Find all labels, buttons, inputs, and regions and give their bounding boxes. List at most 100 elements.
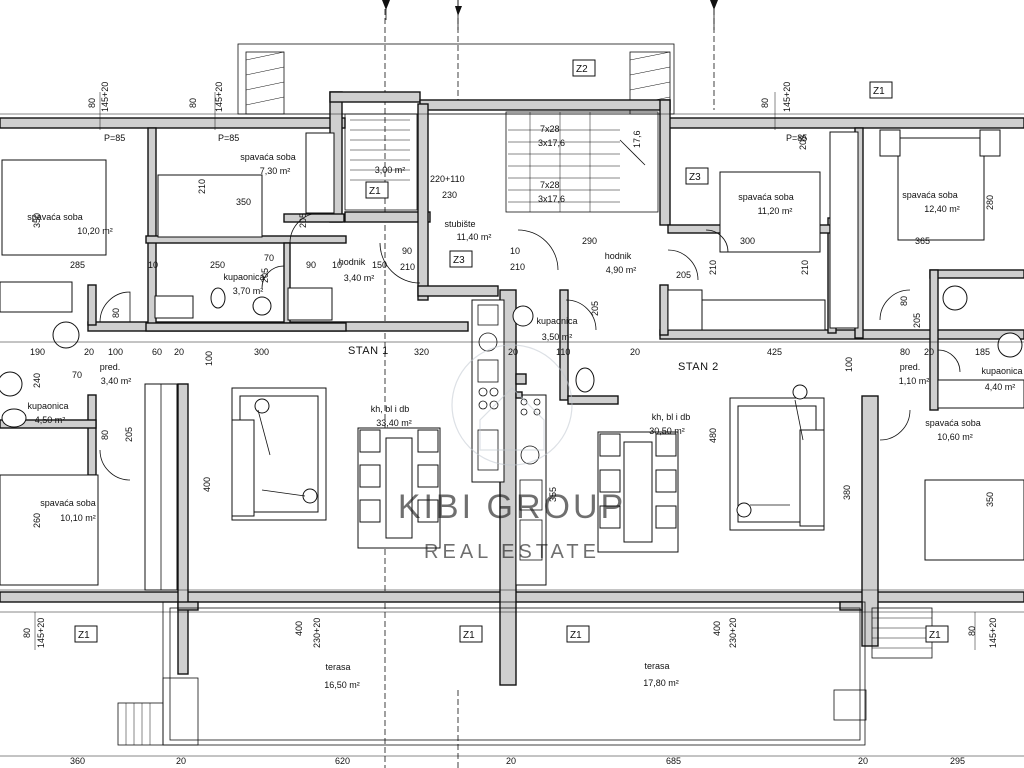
dim-230: 230 — [442, 190, 457, 200]
tag-z1-top: Z1 — [873, 86, 885, 97]
kitchen-units — [471, 299, 547, 586]
room-living1-area: 33,40 m² — [376, 418, 412, 428]
tag-z1-sw: Z1 — [78, 630, 90, 641]
dim-p85c: P=85 — [786, 133, 807, 143]
dim-20b: 20 — [174, 347, 184, 357]
dim-400b: 400 — [294, 621, 304, 636]
furniture-unit-1 — [0, 132, 441, 591]
room-hall1-name: hodnik — [339, 257, 366, 267]
dim-210c: 210 — [510, 262, 525, 272]
room-bed-nw-area: 10,20 m² — [77, 226, 113, 236]
watermark-line2: REAL ESTATE — [424, 541, 600, 563]
dim-250: 250 — [210, 260, 225, 270]
exterior-walls — [0, 91, 1024, 746]
dim-10c: 10 — [510, 246, 520, 256]
dim-80e: 80 — [899, 296, 909, 306]
dim-300b: 300 — [254, 347, 269, 357]
room-bedse-name: spavaća soba — [925, 418, 981, 428]
dim-230c: 230+20 — [728, 618, 738, 648]
room-labels: spavaća soba 10,20 m² spavaća soba 7,30 … — [27, 152, 1022, 690]
dim-400a: 400 — [202, 477, 212, 492]
dim-685: 685 — [666, 756, 681, 766]
room-hall2-name: hodnik — [605, 251, 632, 261]
dim-100b: 100 — [204, 351, 214, 366]
dim-205e: 205 — [590, 301, 600, 316]
terrace-details — [117, 607, 933, 746]
room-bed-ne-area: 12,40 m² — [924, 204, 960, 214]
dim-280: 280 — [985, 195, 995, 210]
room-bathw-name: kupaonica — [27, 401, 68, 411]
room-hall1-area: 3,40 m² — [344, 273, 375, 283]
dim-145d: 145+20 — [36, 618, 46, 648]
room-small-area: 3,00 m² — [375, 165, 406, 175]
dim-80b: 80 — [188, 98, 198, 108]
room-bathe-area: 4,40 m² — [985, 382, 1016, 392]
dimension-texts: 80 145+20 80 145+20 80 145+20 P=85 P=85 … — [22, 82, 998, 766]
dim-p85b: P=85 — [218, 133, 239, 143]
tag-z2: Z2 — [576, 64, 588, 75]
door-swings — [99, 212, 961, 481]
tag-z3-b: Z3 — [453, 255, 465, 266]
dim-230b: 230+20 — [312, 618, 322, 648]
dim-20a: 20 — [84, 347, 94, 357]
dim-355: 355 — [548, 487, 558, 502]
tag-z1-s: Z1 — [463, 630, 475, 641]
dim-205f: 205 — [912, 313, 922, 328]
dim-20h: 20 — [858, 756, 868, 766]
dim-205d: 205 — [798, 135, 808, 150]
watermark: KIBI GROUP REAL ESTATE — [398, 344, 623, 563]
dim-205a: 205 — [298, 213, 308, 228]
room-living2-area: 30,50 m² — [649, 426, 685, 436]
dim-80a: 80 — [87, 98, 97, 108]
room-bath2-area: 3,50 m² — [542, 332, 573, 342]
dim-350a: 350 — [32, 213, 42, 228]
room-bed-n1-name: spavaća soba — [240, 152, 296, 162]
dim-20c: 20 — [508, 347, 518, 357]
dim-60: 60 — [152, 347, 162, 357]
dim-110: 110 — [556, 347, 570, 357]
dim-295: 295 — [950, 756, 965, 766]
tag-z1-s2: Z1 — [570, 630, 582, 641]
dim-90a: 90 — [306, 260, 316, 270]
dim-205g: 205 — [124, 427, 134, 442]
dim-240: 240 — [32, 373, 42, 388]
dim-145c: 145+20 — [782, 82, 792, 112]
dim-365: 365 — [915, 236, 930, 246]
dim-100c: 100 — [844, 357, 854, 372]
dim-400c: 400 — [712, 621, 722, 636]
dim-100a: 100 — [108, 347, 123, 357]
tag-z3-a: Z3 — [689, 172, 701, 183]
room-bathw-area: 4,50 m² — [35, 415, 66, 425]
room-hall2-area: 4,90 m² — [606, 265, 637, 275]
dim-145b: 145+20 — [214, 82, 224, 112]
dim-210b: 210 — [400, 262, 415, 272]
room-terrace2-name: terasa — [644, 661, 669, 671]
dim-70a: 70 — [264, 253, 274, 263]
stair-note-b: 3x17,6 — [538, 138, 565, 148]
room-prede-name: pred. — [900, 362, 921, 372]
room-bed-ne-name: spavaća soba — [902, 190, 958, 200]
dim-425: 425 — [767, 347, 782, 357]
room-living2-name: kh, bl i db — [652, 412, 691, 422]
dim-145e: 145+20 — [988, 618, 998, 648]
dim-190: 190 — [30, 347, 45, 357]
room-stair-area: 11,40 m² — [457, 232, 492, 242]
tag-z1-se: Z1 — [929, 630, 941, 641]
dim-90b: 90 — [402, 246, 412, 256]
dim-360: 360 — [70, 756, 85, 766]
room-bed-n2-area: 11,20 m² — [758, 206, 793, 216]
dim-620: 620 — [335, 756, 350, 766]
dim-80g: 80 — [100, 430, 110, 440]
room-prede-area: 1,10 m² — [899, 376, 930, 386]
dim-205c: 205 — [676, 270, 691, 280]
room-terrace2-area: 17,80 m² — [643, 678, 679, 688]
dim-210e: 210 — [800, 260, 810, 275]
room-bath2-name: kupaonica — [536, 316, 577, 326]
dim-80f: 80 — [900, 347, 910, 357]
dim-20g: 20 — [506, 756, 516, 766]
room-stair-name: stubište — [444, 219, 475, 229]
unit-labels: STAN 1 STAN 2 — [348, 345, 718, 373]
dim-80d: 80 — [111, 308, 121, 318]
dim-260: 260 — [32, 513, 42, 528]
